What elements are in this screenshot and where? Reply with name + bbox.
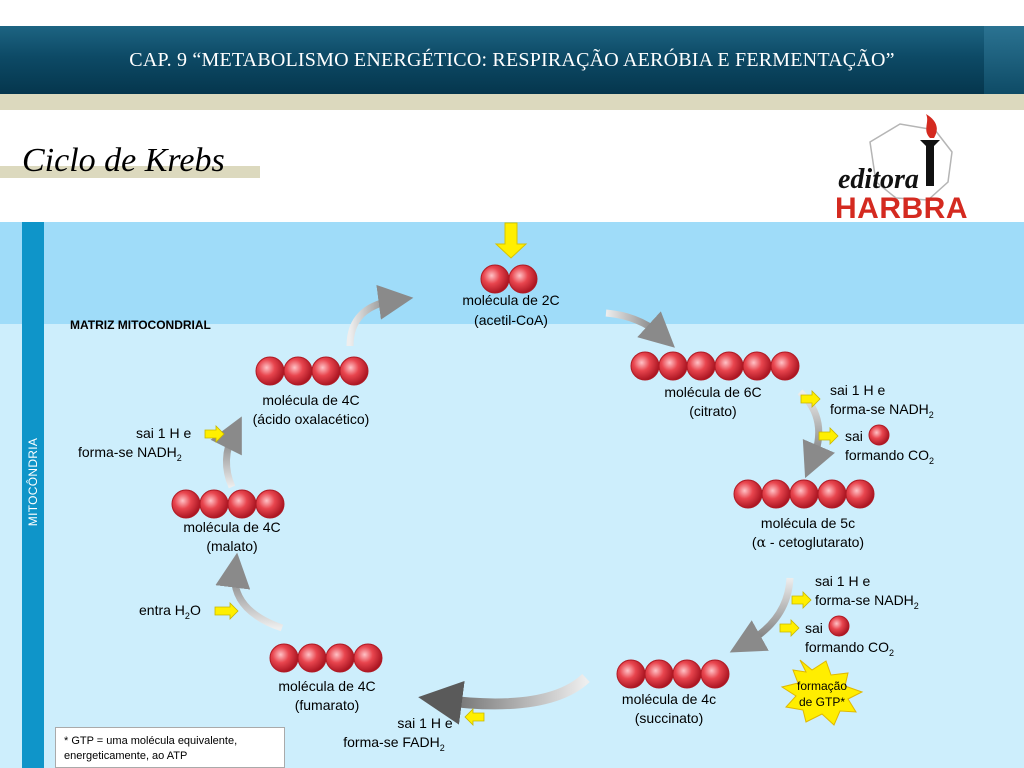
fadh-line1: sai 1 H e [397, 715, 452, 731]
molecule-oxalacetico [255, 356, 369, 386]
nadh-3-line1: sai 1 H e [136, 425, 191, 441]
harbra-logo: editora HARBRA [830, 112, 995, 225]
gtp-line1: formação [797, 679, 847, 693]
succinato-label-1: molécula de 4c [622, 691, 716, 707]
water-arrow-icon [214, 602, 239, 620]
page-title: CAP. 9 “METABOLISMO ENERGÉTICO: RESPIRAÇ… [129, 48, 895, 71]
malato-label-1: molécula de 4C [183, 519, 280, 535]
molecule-malato [171, 489, 285, 519]
footnote-box: * GTP = uma molécula equivalente, energe… [55, 727, 285, 768]
co2-2-line1: sai [805, 620, 823, 636]
gtp-line2: de GTP* [799, 695, 845, 709]
mitochondria-sidebar [22, 222, 44, 768]
malato-label-2: (malato) [206, 538, 257, 554]
header-strip [0, 94, 1024, 110]
cycle-arrow-1 [605, 309, 675, 348]
fumarato-label-2: (fumarato) [295, 697, 360, 713]
subtitle-strip [0, 166, 260, 178]
co2-1-line1: sai [845, 428, 863, 444]
cycle-arrow-5 [215, 552, 284, 632]
logo-map-torch-icon [869, 114, 953, 201]
footnote-line2: energeticamente, ao ATP [64, 750, 188, 762]
co2-1-line2: formando CO2 [845, 447, 934, 466]
ceto-label-1: molécula de 5c [761, 515, 855, 531]
gtp-star-icon [780, 659, 864, 726]
matrix-label: MATRIZ MITOCONDRIAL [70, 318, 211, 332]
header-bar-accent [984, 26, 1024, 94]
citrato-label-2: (citrato) [689, 403, 736, 419]
molecule-acetil-coa [480, 264, 538, 294]
co2-1-ball [868, 424, 890, 446]
citrato-label-1: molécula de 6C [664, 384, 761, 400]
cycle-arrow-7 [346, 284, 414, 347]
fumarato-label-1: molécula de 4C [278, 678, 375, 694]
cycle-arrow-3 [729, 577, 794, 653]
nadh-1-line1: sai 1 H e [830, 382, 885, 398]
nadh-3-line2: forma-se NADH2 [78, 444, 182, 463]
molecule-succinato [616, 659, 730, 689]
logo-wordmark: HARBRA [835, 192, 968, 225]
fadh-line2: forma-se FADH2 [343, 734, 444, 753]
co2-2-ball [828, 615, 850, 637]
fadh-arrow-icon [464, 708, 485, 726]
nadh-2-arrow-icon [791, 591, 812, 609]
co2-1-arrow-icon [818, 427, 839, 445]
molecule-cetoglutarato [733, 479, 875, 509]
nadh-2-line2: forma-se NADH2 [815, 592, 919, 611]
nadh-1-line2: forma-se NADH2 [830, 401, 934, 420]
logo-script-text: editora [838, 164, 919, 195]
slide-subtitle: Ciclo de Krebs [22, 142, 225, 179]
succinato-label-2: (succinato) [635, 710, 703, 726]
header-bar [0, 26, 1024, 94]
oxalacetico-label-1: molécula de 4C [262, 392, 359, 408]
molecule-fumarato [269, 643, 383, 673]
co2-2-line2: formando CO2 [805, 639, 894, 658]
nadh-2-line1: sai 1 H e [815, 573, 870, 589]
oxalacetico-label-2: (ácido oxalacético) [253, 411, 370, 427]
ceto-label-2: (α - cetoglutarato) [752, 534, 864, 551]
co2-2-arrow-icon [779, 619, 800, 637]
water-label: entra H2O [139, 602, 201, 621]
acetil-label-1: molécula de 2C [462, 292, 559, 308]
molecule-citrato [630, 351, 800, 381]
acetil-label-2: (acetil-CoA) [474, 312, 548, 328]
nadh-3-arrow-icon [204, 425, 225, 443]
cycle-arrow-4 [418, 673, 590, 725]
cycle-arrow-6 [210, 416, 242, 489]
input-arrow-icon [494, 222, 528, 259]
footnote-line1: * GTP = uma molécula equivalente, [64, 735, 238, 747]
nadh-1-arrow-icon [800, 390, 821, 408]
